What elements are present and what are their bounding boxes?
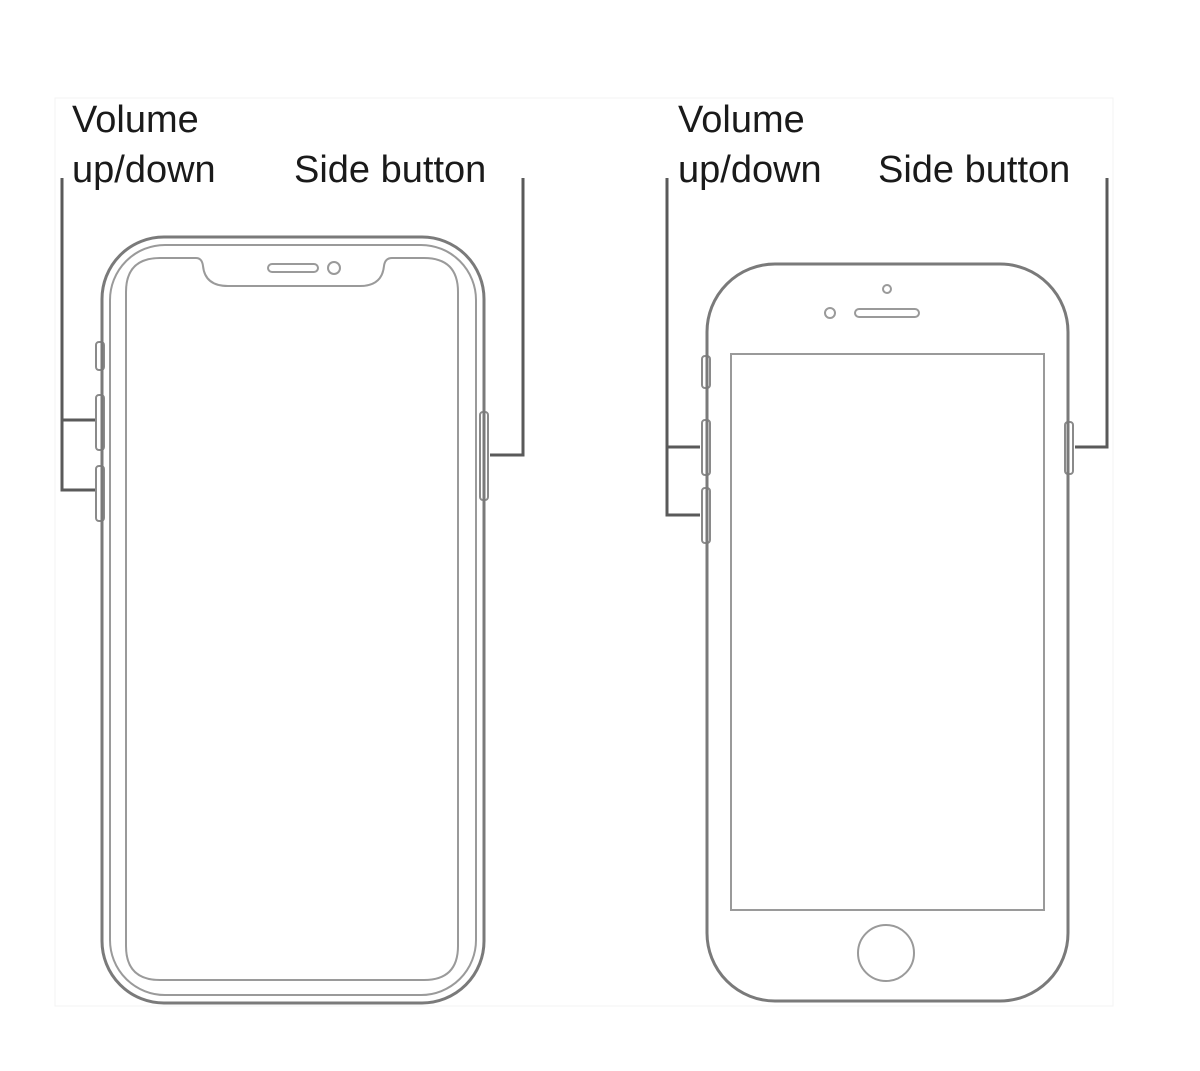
phone-bezel	[109, 244, 477, 996]
phone-screen	[125, 257, 459, 981]
earpiece-speaker	[854, 308, 920, 318]
home-button	[857, 924, 915, 982]
volume-label-line1: Volume	[678, 99, 805, 141]
earpiece-speaker	[267, 263, 319, 273]
home-button-iphone: Volume up/down Side button	[665, 99, 1109, 1003]
proximity-sensor	[882, 284, 892, 294]
side-button-leader-line	[1075, 178, 1109, 449]
side-button-label: Side button	[878, 149, 1070, 191]
face-id-iphone: Volume up/down Side button	[60, 99, 525, 1005]
diagram-frame	[54, 97, 1114, 1007]
volume-label-line2: up/down	[72, 149, 216, 191]
phone-body	[100, 235, 486, 1005]
volume-label-line1: Volume	[72, 99, 199, 141]
side-button-label: Side button	[294, 149, 486, 191]
volume-label-line2: up/down	[678, 149, 822, 191]
phone-body	[705, 262, 1070, 1003]
phone-screen	[730, 353, 1045, 911]
volume-leader-line	[665, 178, 700, 517]
front-camera	[327, 261, 341, 275]
front-camera	[824, 307, 836, 319]
volume-leader-line	[60, 178, 100, 492]
side-button-leader-line	[490, 178, 525, 457]
